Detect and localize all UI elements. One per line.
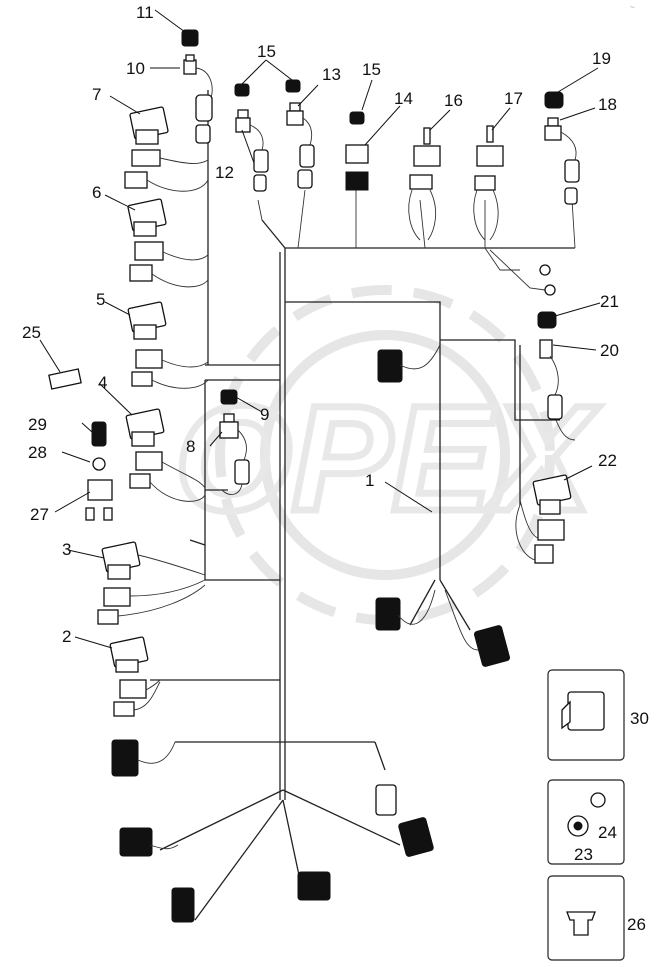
toggle-switch-17 [473,125,504,241]
inset-box-23-24 [547,779,625,865]
inset-box-26 [547,875,625,961]
callout-5: 5 [96,290,105,309]
rotary-switch-18 [544,91,580,205]
callout-15-left: 15 [257,42,276,61]
callout-6: 6 [92,183,101,202]
rotary-switch-12 [234,83,269,192]
corner-mark: ~ [630,3,635,12]
rotary-switch-10 [183,54,213,144]
callout-17: 17 [504,89,523,108]
callout-26: 26 [627,915,646,934]
main-harness [150,90,575,921]
callout-16: 16 [444,91,463,110]
rotary-switch-8 [219,389,250,495]
rotary-switch-20 [537,311,576,441]
callout-23: 23 [574,845,593,864]
inset-box-30 [547,669,625,761]
switch-27 [85,421,113,521]
label-plate-25 [48,368,82,390]
callout-2: 2 [62,627,71,646]
callout-labels: 11 10 7 6 5 25 4 29 28 27 3 2 12 15 13 1… [22,3,649,934]
callout-29: 29 [28,415,47,434]
rocker-switch-6 [127,198,209,288]
callout-10: 10 [126,59,145,78]
connectors [111,344,511,923]
callout-20: 20 [600,341,619,360]
toggle-switch-16 [408,127,441,241]
callout-1: 1 [365,471,374,490]
leader-lines [39,9,601,649]
top-branch-wires [257,189,576,296]
callout-15-right: 15 [362,60,381,79]
callout-13: 13 [322,65,341,84]
callout-4: 4 [98,373,107,392]
callout-9: 9 [260,405,269,424]
callout-8: 8 [186,437,195,456]
callout-25: 25 [22,323,41,342]
callout-12: 12 [215,163,234,182]
rocker-switch-4 [125,408,206,502]
callout-14: 14 [394,89,413,108]
rocker-switch-22 [515,474,572,564]
callout-30: 30 [630,709,649,728]
callout-18: 18 [598,95,617,114]
callout-19: 19 [592,49,611,68]
callout-22: 22 [598,451,617,470]
watermark: OPEX [172,285,603,625]
rocker-switch-2 [109,636,161,717]
callout-28: 28 [28,443,47,462]
rocker-switch-3 [97,541,206,625]
rocker-switch-5 [127,301,209,389]
callout-24: 24 [598,823,617,842]
callout-7: 7 [92,85,101,104]
switch-14 [345,111,369,191]
callout-21: 21 [600,292,619,311]
rotary-switch-13 [285,79,315,189]
watermark-text: OPEX [175,374,600,542]
callout-27: 27 [30,505,49,524]
rocker-switch-7 [124,106,209,192]
cap-11 [181,29,199,47]
callout-11: 11 [136,3,154,22]
callout-3: 3 [62,540,71,559]
